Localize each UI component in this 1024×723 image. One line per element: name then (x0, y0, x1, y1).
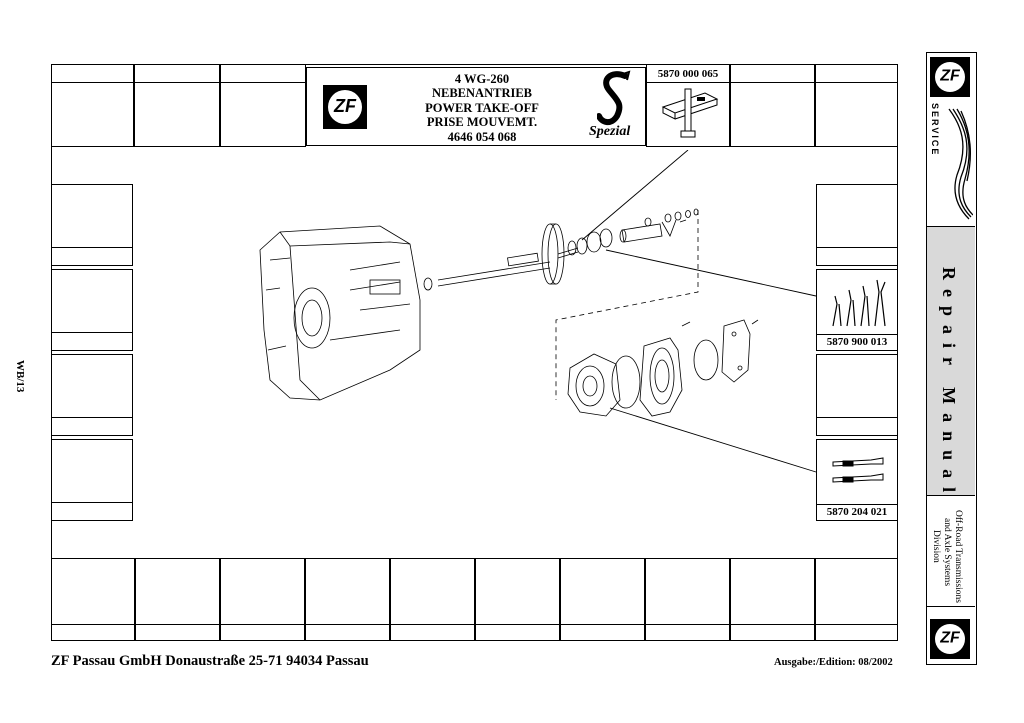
tool-cell (135, 558, 220, 641)
footer-edition: Ausgabe:/Edition: 08/2002 (774, 657, 893, 668)
tool-cell (815, 558, 898, 641)
tool-cell (390, 558, 475, 641)
service-swoosh-icon (948, 108, 973, 220)
tool-part-number: 5870 000 065 (657, 68, 719, 80)
division-line-3: Division (931, 530, 941, 563)
service-panel: ZF SERVICE (927, 53, 975, 226)
puller-tool-icon (661, 88, 719, 138)
service-label: SERVICE (930, 103, 940, 157)
title-line-fr: PRISE MOUVEMT. (426, 115, 538, 130)
title-part-number: 4646 054 068 (447, 129, 517, 144)
page-reference: WB/13 (14, 360, 26, 393)
manual-title: Repair Manual (939, 267, 959, 502)
tool-cell (816, 354, 898, 436)
title-block: ZF 4 WG-260 NEBENANTRIEB POWER TAKE-OFF … (306, 67, 646, 146)
title-model: 4 WG-260 (454, 72, 510, 86)
tool-cell (51, 354, 133, 436)
tool-cell-pliers: 5870 900 013 (816, 269, 898, 351)
spezial-s-icon (597, 70, 631, 125)
logo-panel: ZF (927, 606, 975, 665)
tool-cell (51, 269, 133, 351)
guide-pins-icon (832, 457, 884, 483)
tool-cell-pins: 5870 204 021 (816, 439, 898, 521)
tool-cell (560, 558, 645, 641)
division-panel: Off-Road Transmissions and Axle Systems … (927, 496, 975, 606)
tool-cell (816, 184, 898, 266)
tool-cell (645, 558, 730, 641)
title-line-en: POWER TAKE-OFF (425, 100, 539, 115)
tool-cell (51, 439, 133, 521)
tool-cell (730, 558, 815, 641)
division-line-1: Off-Road Transmissions (953, 510, 963, 603)
tool-cell (730, 64, 815, 147)
tool-cell (134, 64, 220, 147)
tool-cell (51, 558, 135, 641)
spezial-mark: Spezial (589, 124, 631, 139)
tool-cell (815, 64, 898, 147)
zf-logo: ZF (930, 619, 970, 659)
zf-logo: ZF (323, 85, 367, 129)
division-line-2: and Axle Systems (942, 518, 952, 587)
repair-manual-band: Repair Manual (927, 226, 975, 501)
tool-cell (51, 184, 133, 266)
pliers-set-icon (832, 279, 886, 327)
exploded-view-drawing (259, 150, 817, 473)
tool-cell (51, 64, 134, 147)
tool-part-number: 5870 900 013 (826, 336, 888, 348)
tool-cell (220, 64, 306, 147)
tool-part-number: 5870 204 021 (826, 506, 888, 518)
title-line-de: NEBENANTRIEB (431, 86, 533, 101)
tool-cell-puller: 5870 000 065 (646, 64, 730, 147)
tool-cell (305, 558, 390, 641)
tool-cell (475, 558, 560, 641)
zf-logo: ZF (930, 57, 970, 97)
sidebar: ZF SERVICE Repair Manual Off-Road Transm… (926, 52, 977, 665)
tool-cell (220, 558, 305, 641)
footer-company: ZF Passau GmbH Donaustraße 25-71 94034 P… (51, 653, 369, 669)
